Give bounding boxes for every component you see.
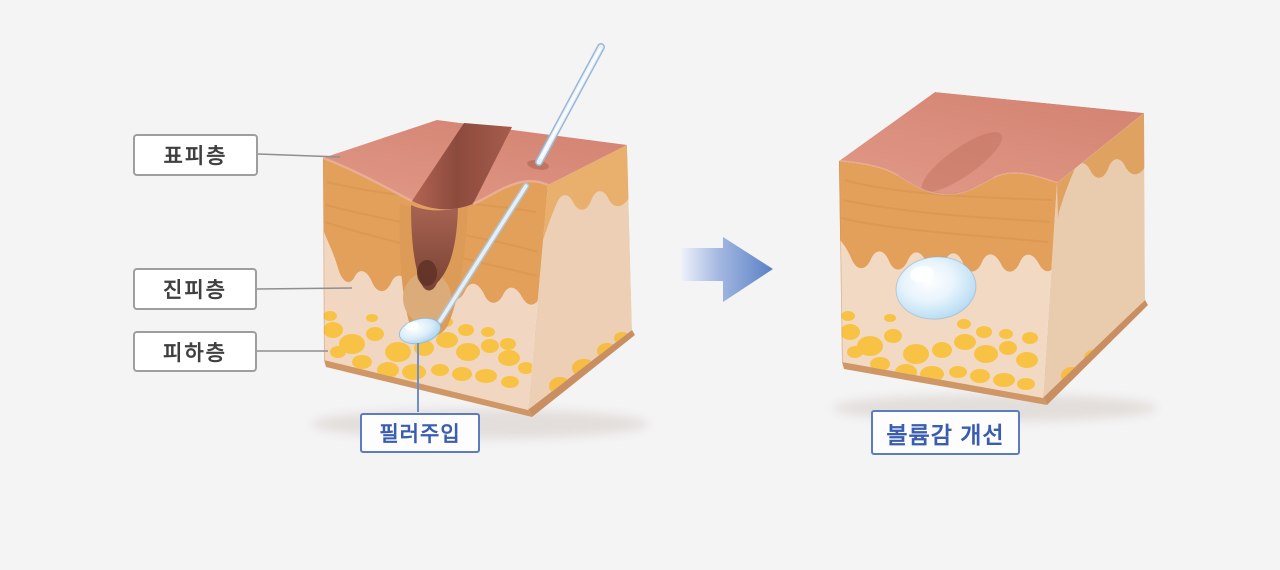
block-bottom-face bbox=[842, 362, 1047, 405]
needle-icon bbox=[535, 43, 605, 166]
right-arrow-icon bbox=[681, 237, 773, 302]
leader-line-dermis bbox=[256, 287, 353, 290]
label-dermis-layer: 진피층 bbox=[133, 268, 257, 310]
label-filler-injection: 필러주입 bbox=[360, 413, 480, 453]
label-subcutaneous-layer: 피하층 bbox=[133, 331, 257, 372]
skin-block-before bbox=[312, 43, 648, 439]
fat-layer bbox=[840, 311, 1038, 390]
label-volume-improvement: 볼륨감 개선 bbox=[871, 410, 1020, 455]
needle-below-skin bbox=[436, 182, 530, 325]
block-bottom-face bbox=[528, 330, 635, 417]
leader-line-epidermis bbox=[257, 153, 341, 158]
wrinkle-groove-top bbox=[412, 123, 512, 210]
front-face bbox=[839, 161, 1057, 398]
epidermis-grain bbox=[840, 179, 1053, 243]
block-bottom-face bbox=[1043, 300, 1148, 405]
wrinkle-fold-shade bbox=[921, 132, 1003, 192]
leader-lines bbox=[256, 153, 419, 412]
filler-blob bbox=[398, 317, 442, 345]
skin-block-after bbox=[833, 92, 1157, 422]
epidermis-layer bbox=[839, 161, 1057, 272]
block-bottom-face bbox=[324, 360, 532, 417]
filler-volume-blob bbox=[895, 256, 977, 320]
label-epidermis-layer: 표피층 bbox=[133, 134, 258, 176]
